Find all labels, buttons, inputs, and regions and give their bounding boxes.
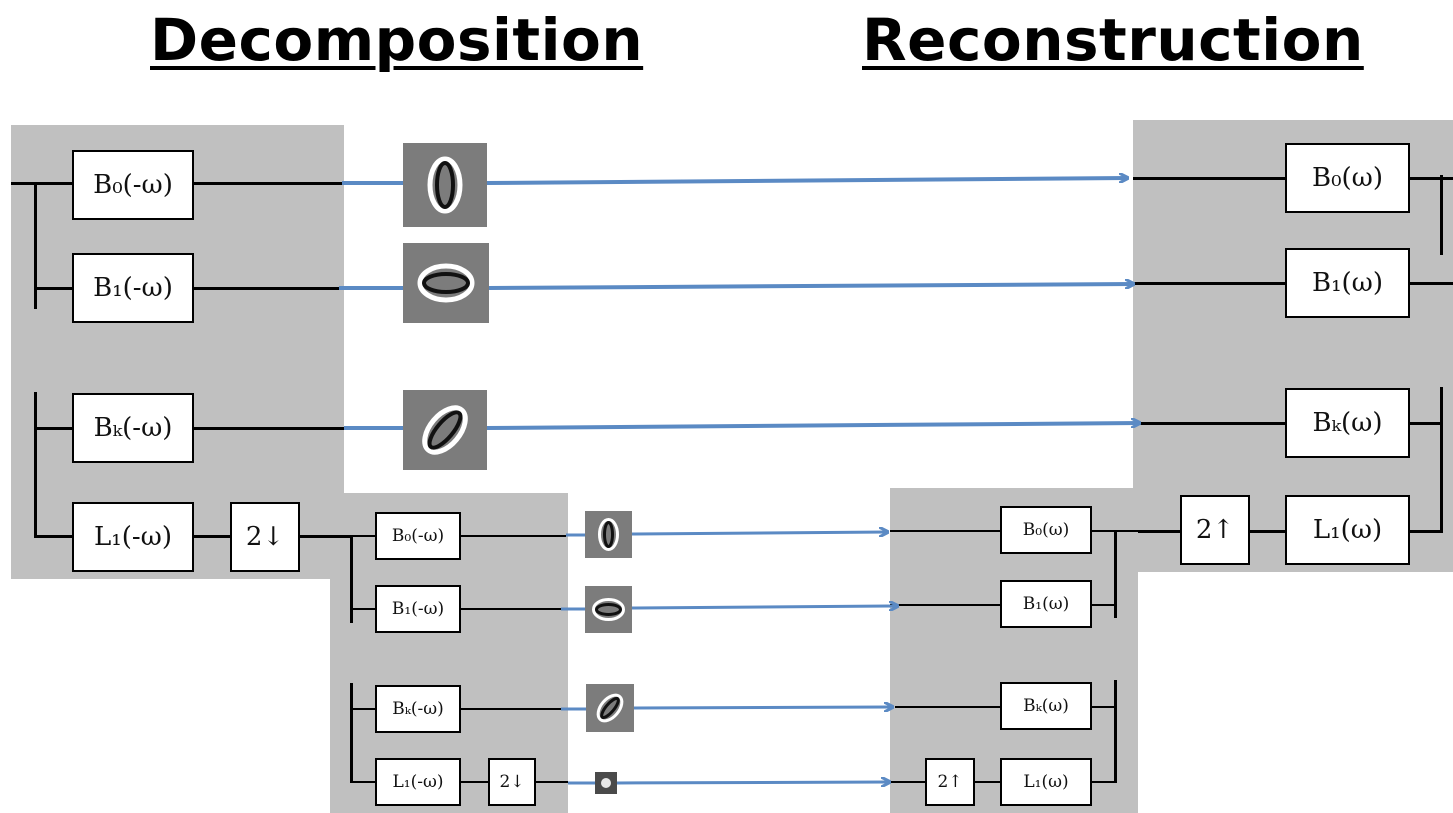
filter-b1-analysis: B₁(-ω) bbox=[72, 253, 194, 323]
analysis1-bus-lower bbox=[34, 392, 37, 537]
wire bbox=[536, 781, 568, 783]
arrow-bk-l2 bbox=[633, 707, 893, 708]
wire bbox=[350, 535, 375, 537]
wire bbox=[975, 781, 1000, 783]
wire bbox=[350, 708, 375, 710]
horizontal-filter-icon bbox=[585, 586, 632, 633]
synthesis2-bus-lower bbox=[1114, 680, 1117, 783]
filter-b1-synthesis: B₁(ω) bbox=[1285, 248, 1410, 318]
diagonal-filter-icon bbox=[586, 684, 634, 732]
wire bbox=[194, 427, 344, 430]
wire bbox=[194, 535, 230, 538]
wire bbox=[34, 427, 72, 430]
wire bbox=[1410, 282, 1453, 285]
filter-bk-analysis-l2: Bₖ(-ω) bbox=[375, 685, 461, 733]
lowpass-dot-icon bbox=[595, 772, 617, 794]
arrow-l1-l2 bbox=[616, 782, 890, 783]
filter-l1-synthesis-l2: L₁(ω) bbox=[1000, 758, 1092, 806]
analysis2-bus-lower bbox=[350, 683, 353, 783]
wire bbox=[461, 781, 488, 783]
wire bbox=[890, 781, 925, 783]
filter-b0-synthesis-l2: B₀(ω) bbox=[1000, 506, 1092, 554]
synthesis1-bus-lower bbox=[1440, 387, 1443, 533]
wire bbox=[1410, 530, 1442, 533]
reconstruction-title: Reconstruction bbox=[862, 6, 1364, 74]
vertical-filter-icon bbox=[585, 511, 632, 558]
arrow-b1-l2 bbox=[631, 606, 898, 608]
wire bbox=[890, 530, 1000, 532]
filter-bk-synthesis: Bₖ(ω) bbox=[1285, 388, 1410, 458]
diagonal-filter-icon bbox=[403, 390, 487, 470]
wire bbox=[34, 535, 72, 538]
filter-b0-synthesis: B₀(ω) bbox=[1285, 143, 1410, 213]
wire bbox=[461, 535, 566, 537]
wire bbox=[194, 182, 342, 185]
filter-b0-analysis: B₀(-ω) bbox=[72, 150, 194, 220]
wire bbox=[1133, 177, 1285, 180]
wire bbox=[350, 781, 375, 783]
analysis1-bus bbox=[34, 182, 37, 309]
filter-b0-analysis-l2: B₀(-ω) bbox=[375, 512, 461, 560]
filter-bk-synthesis-l2: Bₖ(ω) bbox=[1000, 682, 1092, 730]
wire bbox=[194, 287, 339, 290]
wire bbox=[1140, 422, 1285, 425]
wire bbox=[1138, 530, 1180, 533]
filter-b1-analysis-l2: B₁(-ω) bbox=[375, 585, 461, 633]
synthesis1-bus bbox=[1440, 175, 1443, 255]
input-line bbox=[11, 182, 36, 185]
wire bbox=[1092, 604, 1116, 606]
filter-l1-analysis-l2: L₁(-ω) bbox=[375, 758, 461, 806]
decomposition-title: Decomposition bbox=[150, 6, 644, 74]
downsample-box: 2↓ bbox=[230, 502, 300, 572]
upsample-box: 2↑ bbox=[1180, 495, 1250, 565]
wire bbox=[350, 608, 375, 610]
arrow-bk bbox=[486, 423, 1140, 430]
analysis2-bus bbox=[350, 535, 353, 623]
wire bbox=[890, 604, 1000, 606]
wire bbox=[1092, 706, 1116, 708]
wire bbox=[1133, 282, 1285, 285]
wire bbox=[461, 708, 561, 710]
arrow-b1 bbox=[488, 284, 1134, 290]
horizontal-filter-icon bbox=[403, 243, 489, 323]
wire bbox=[1410, 422, 1442, 425]
filter-bk-analysis: Bₖ(-ω) bbox=[72, 393, 194, 463]
filter-l1-synthesis: L₁(ω) bbox=[1285, 495, 1410, 565]
arrow-b0 bbox=[486, 178, 1128, 185]
downsample-box-l2: 2↓ bbox=[488, 758, 536, 806]
wire bbox=[34, 182, 72, 185]
filter-l1-analysis: L₁(-ω) bbox=[72, 502, 194, 572]
upsample-box-l2: 2↑ bbox=[925, 758, 975, 806]
vertical-filter-icon bbox=[403, 143, 487, 227]
synthesis2-bus bbox=[1114, 530, 1117, 618]
wire bbox=[461, 608, 561, 610]
wire bbox=[1410, 177, 1453, 180]
wire bbox=[1092, 781, 1116, 783]
wire bbox=[1250, 530, 1285, 533]
wire bbox=[300, 535, 350, 538]
wire bbox=[34, 287, 72, 290]
wire bbox=[895, 706, 1000, 708]
arrow-b0-l2 bbox=[631, 532, 888, 534]
filter-b1-synthesis-l2: B₁(ω) bbox=[1000, 580, 1092, 628]
